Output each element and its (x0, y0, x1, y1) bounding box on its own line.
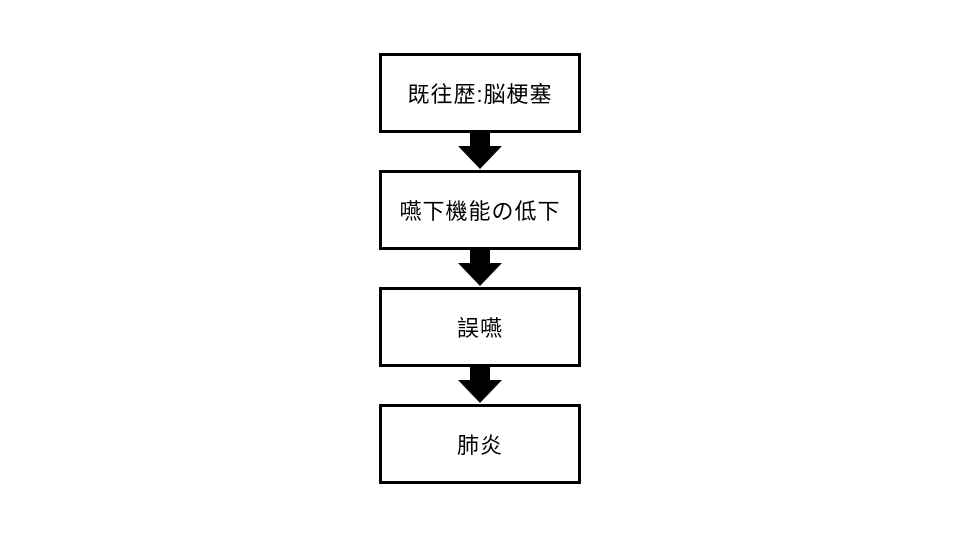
node-aspiration-label: 誤嚥 (456, 316, 503, 341)
node-swallowing: 嚥下機能の低下 (379, 170, 581, 250)
node-pneumonia: 肺炎 (379, 404, 581, 484)
node-swallowing-label: 嚥下機能の低下 (399, 199, 561, 224)
node-aspiration: 誤嚥 (379, 287, 581, 367)
node-history-label: 既往歴:脳梗塞 (407, 82, 553, 107)
node-history: 既往歴:脳梗塞 (379, 53, 581, 133)
down-arrow-icon (458, 133, 502, 170)
down-arrow-icon (458, 250, 502, 287)
node-pneumonia-label: 肺炎 (456, 433, 503, 458)
down-arrow-icon (458, 367, 502, 404)
flowchart: 既往歴:脳梗塞 嚥下機能の低下 誤嚥 肺炎 (379, 53, 581, 484)
